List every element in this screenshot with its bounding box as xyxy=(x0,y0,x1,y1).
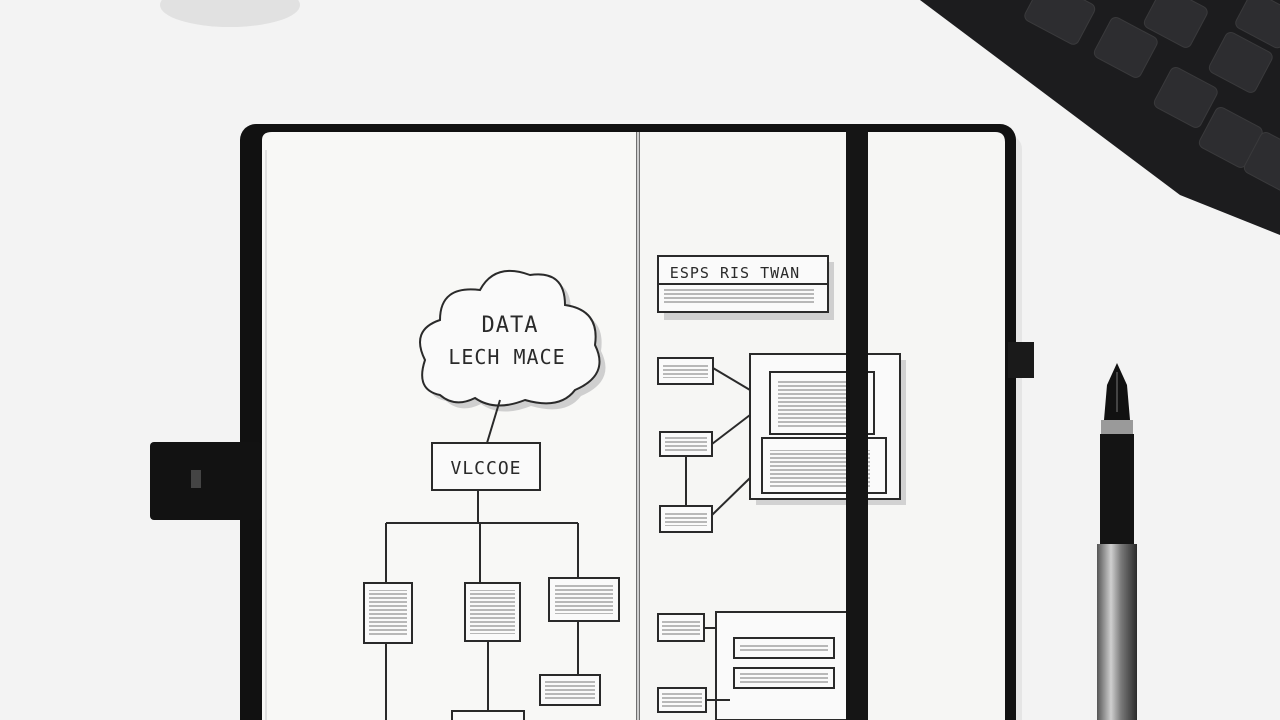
cloud-shape xyxy=(419,270,601,407)
pen-loop xyxy=(150,442,262,520)
cloud-label-line1: DATA xyxy=(482,313,539,338)
bookmark-tab xyxy=(1008,342,1034,378)
elastic-strap xyxy=(846,130,868,720)
blurred-object xyxy=(160,0,300,27)
banner-label: ESPS RIS TWAN xyxy=(670,264,800,282)
left-page-sketch xyxy=(363,270,620,720)
right-page-sketch xyxy=(657,255,906,720)
fountain-pen xyxy=(1097,363,1137,720)
cloud-label-line2: LECH MACE xyxy=(448,345,565,369)
hub-box xyxy=(431,442,541,491)
hub-label: VLCCOE xyxy=(450,458,521,479)
keyboard xyxy=(920,0,1280,235)
